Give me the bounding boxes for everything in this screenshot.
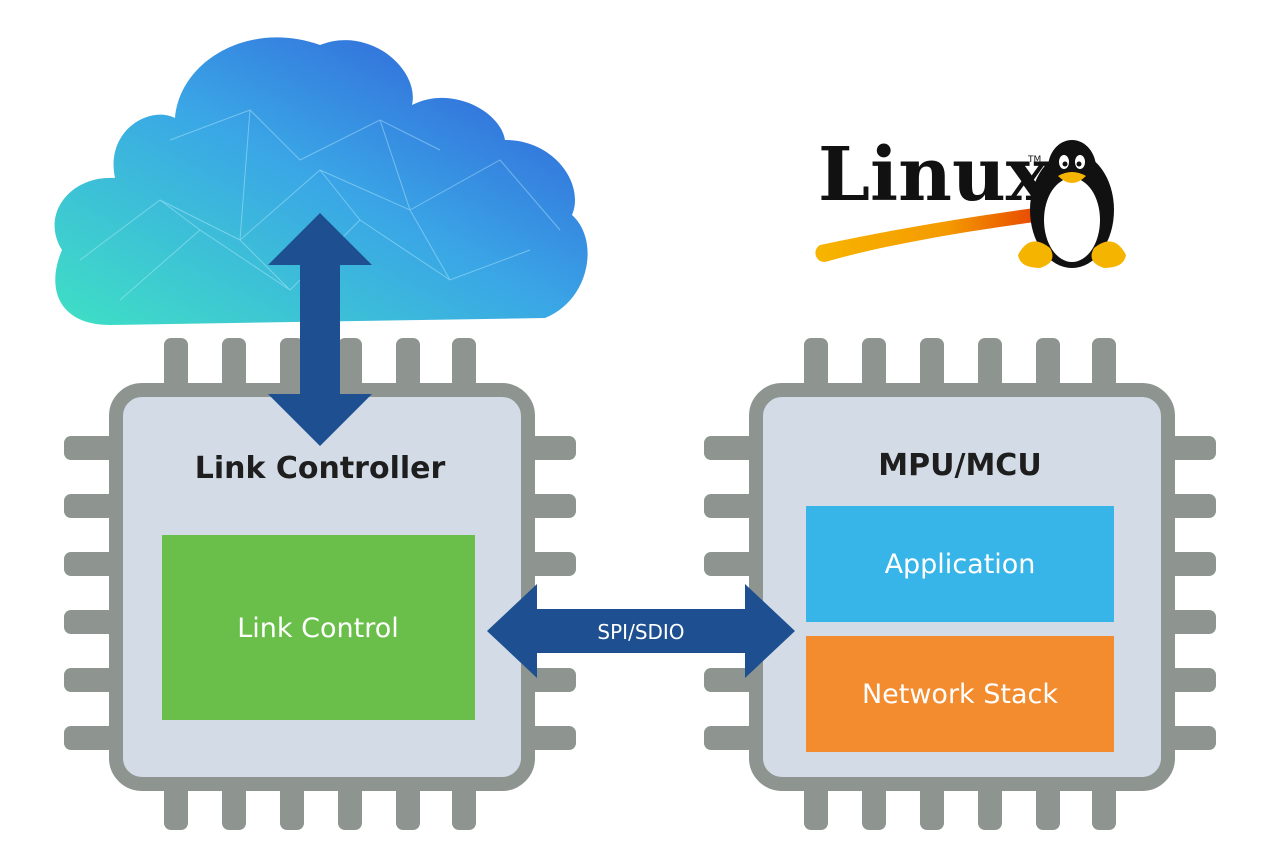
spi-sdio-arrow xyxy=(487,584,795,678)
mpu-mcu-chip: MPU/MCU Application Network Stack xyxy=(704,338,1216,830)
linux-logo: Linux TM xyxy=(815,132,1051,262)
link-controller-chip: Link Controller Link Control xyxy=(64,338,576,830)
linux-logo-text: Linux xyxy=(818,132,1051,218)
network-stack-block xyxy=(806,636,1114,752)
link-controller-title: Link Controller xyxy=(195,451,446,486)
network-stack-label: Network Stack xyxy=(862,679,1058,710)
cloud-link-arrow xyxy=(268,213,372,446)
trademark-mark: TM xyxy=(1027,155,1041,165)
spi-sdio-label: SPI/SDIO xyxy=(597,620,684,644)
application-block xyxy=(806,506,1114,622)
link-control-block xyxy=(162,535,475,720)
tux-penguin-icon xyxy=(1018,140,1126,268)
cloud-icon xyxy=(54,37,588,326)
link-control-label: Link Control xyxy=(237,613,398,644)
mpu-mcu-title: MPU/MCU xyxy=(878,448,1041,483)
application-label: Application xyxy=(885,549,1036,580)
